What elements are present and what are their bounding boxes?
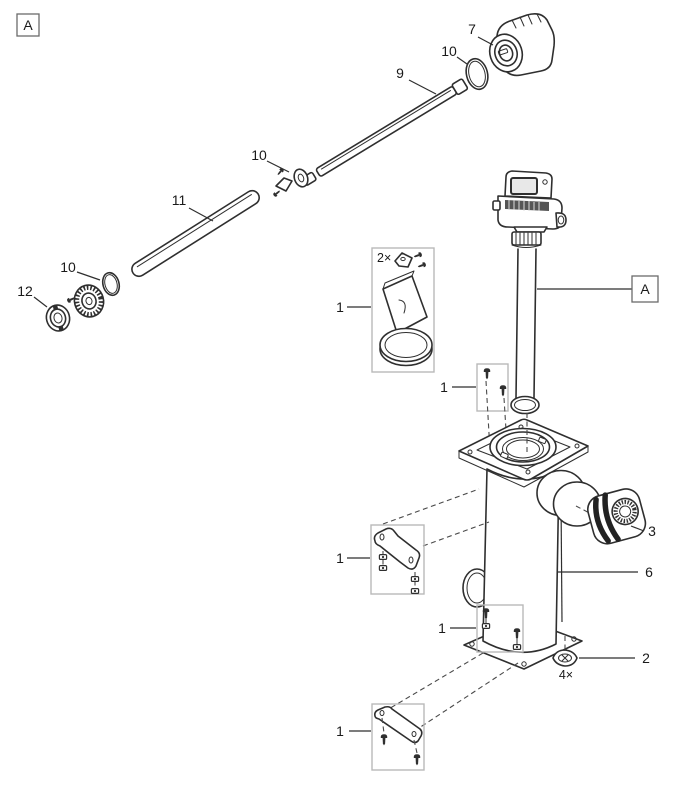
knurled-nut bbox=[66, 284, 105, 318]
callout-12: 12 bbox=[17, 283, 33, 299]
part-6-housing: 6 bbox=[458, 413, 653, 670]
part-1-bracket-mid: 1 bbox=[336, 488, 490, 595]
part-2-foot-clip: 4× 2 bbox=[552, 636, 650, 682]
view-a-tube-label: A bbox=[640, 281, 650, 297]
callout-2: 2 bbox=[642, 650, 650, 666]
part-1-screws-top: 1 bbox=[440, 363, 509, 452]
knurled-collar bbox=[511, 231, 542, 248]
housing-cylinder bbox=[482, 468, 560, 654]
side-tab bbox=[492, 200, 501, 211]
callout-3: 3 bbox=[648, 523, 656, 539]
callout-1-bottom: 1 bbox=[336, 723, 344, 739]
part-12-bayonet-cap: 12 bbox=[17, 283, 71, 332]
callout-1-mid: 1 bbox=[336, 550, 344, 566]
head-button bbox=[542, 179, 548, 185]
part-10-oring-mid: 10 bbox=[251, 147, 317, 198]
kit-clamp-icon bbox=[394, 252, 413, 268]
view-marker-a-tube: A bbox=[537, 275, 659, 303]
lamp-tube-left-edge bbox=[515, 248, 519, 399]
callout-10-top: 10 bbox=[441, 43, 457, 59]
part-1-service-kit: 2× 1 bbox=[336, 247, 435, 373]
display-window bbox=[510, 177, 538, 195]
kit-gasket-ring bbox=[379, 327, 433, 367]
callout-10-mid: 10 bbox=[251, 147, 267, 163]
callout-1-low: 1 bbox=[438, 620, 446, 636]
view-marker-a-top-left: A bbox=[16, 13, 40, 37]
part-10-oring-top: 10 bbox=[441, 43, 489, 91]
callout-1-kit: 1 bbox=[336, 299, 344, 315]
part-11-quartz-tube: 11 bbox=[131, 189, 260, 278]
part-1-bracket-bottom: 1 bbox=[336, 703, 425, 771]
foot-clip-quantity-label: 4× bbox=[559, 668, 573, 682]
uv-head-unit bbox=[492, 170, 567, 399]
callout-6: 6 bbox=[645, 564, 653, 580]
kit-lubricant-packet bbox=[382, 270, 428, 334]
callout-9: 9 bbox=[396, 65, 404, 81]
housing-top-flange bbox=[458, 418, 589, 488]
lamp-tube-right-edge bbox=[533, 248, 537, 399]
kit-quantity-label: 2× bbox=[377, 251, 391, 265]
part-10-oring-left: 10 bbox=[60, 259, 121, 297]
tube-oring bbox=[510, 395, 540, 415]
part-3-hose-nut: 3 bbox=[575, 488, 656, 545]
part-9-glass-tube: 9 bbox=[315, 65, 469, 177]
part-7-end-cap: 7 bbox=[468, 13, 556, 77]
head-port bbox=[555, 212, 567, 228]
vent-band bbox=[505, 200, 549, 211]
callout-10-left: 10 bbox=[60, 259, 76, 275]
part-1-screws-low: 1 bbox=[386, 604, 524, 729]
callout-11: 11 bbox=[172, 192, 187, 208]
callout-1-top: 1 bbox=[440, 379, 448, 395]
view-a-label: A bbox=[23, 17, 33, 33]
callout-7: 7 bbox=[468, 21, 476, 37]
